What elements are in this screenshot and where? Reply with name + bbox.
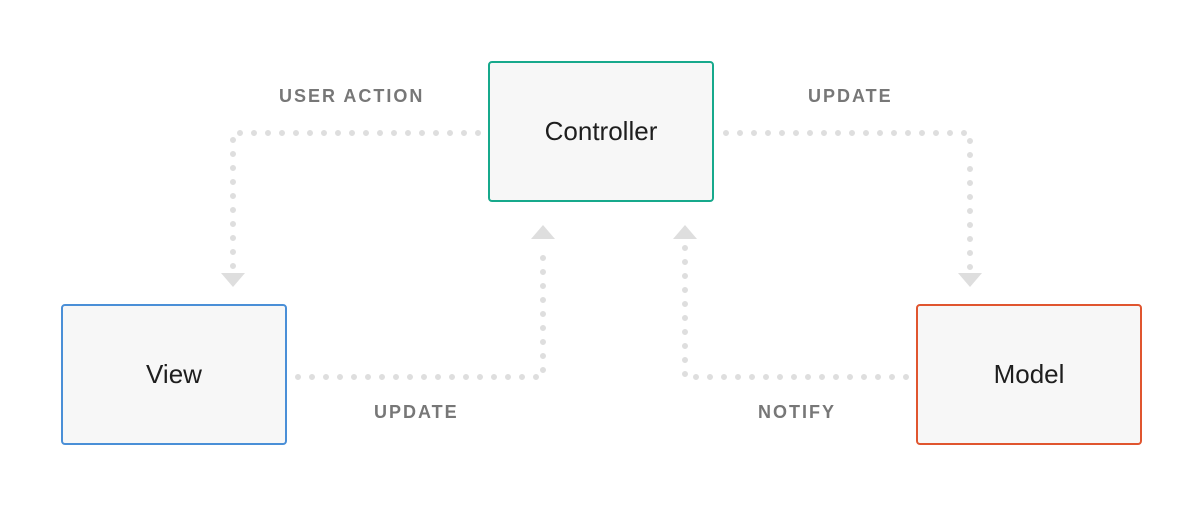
- arrowhead-up-icon: [673, 225, 697, 239]
- edge-model-to-controller: [673, 225, 909, 380]
- connector-controller-to-model: [723, 130, 973, 271]
- controller-node: Controller: [488, 61, 714, 202]
- model-node: Model: [916, 304, 1142, 445]
- view-node: View: [61, 304, 287, 445]
- edge-label-update-controller-to-model: UPDATE: [808, 86, 893, 106]
- controller-label: Controller: [544, 116, 658, 146]
- arrowhead-down-icon: [221, 273, 245, 287]
- arrowhead-down-icon: [958, 273, 982, 287]
- edge-label-update-view-to-controller: UPDATE: [374, 402, 459, 422]
- edge-label-user-action: USER ACTION: [279, 86, 425, 106]
- view-label: View: [146, 359, 202, 389]
- edge-controller-to-model: [723, 130, 982, 287]
- edge-view-to-controller: [295, 225, 555, 380]
- connector-view-to-controller: [295, 241, 546, 380]
- edge-label-notify: NOTIFY: [758, 402, 836, 422]
- connector-controller-to-view: [230, 130, 481, 271]
- connector-model-to-controller: [682, 241, 909, 380]
- model-label: Model: [993, 359, 1065, 389]
- arrowhead-up-icon: [531, 225, 555, 239]
- edge-controller-to-view: [221, 130, 481, 287]
